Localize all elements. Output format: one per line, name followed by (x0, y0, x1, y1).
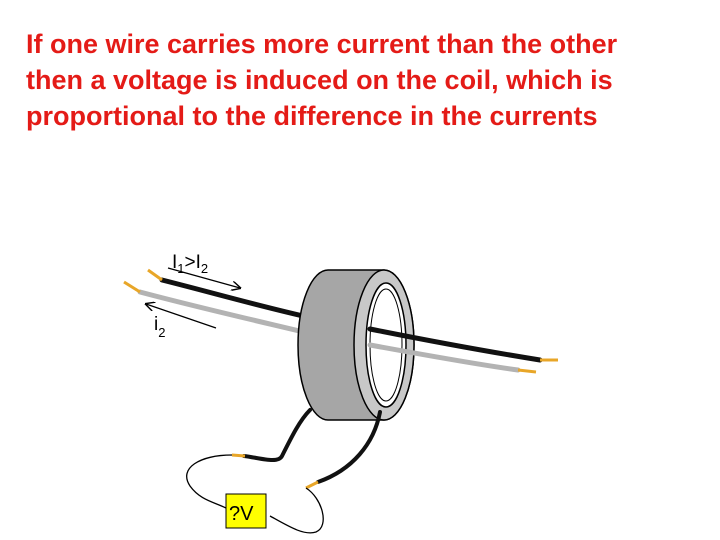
toroid-core (297, 269, 415, 421)
slide-title: If one wire carries more current than th… (26, 26, 706, 134)
wire-1-tip-left (147, 268, 163, 282)
wire-1-left (159, 277, 315, 321)
coil-lead-left-tip (231, 453, 246, 458)
current-comparison-label: I1>I2 (172, 252, 208, 276)
coil-lead-right-tip (305, 480, 319, 490)
meter-loop-wire (186, 454, 324, 534)
wire-2-tip-left (123, 280, 141, 294)
voltage-label: ?V (229, 503, 254, 525)
title-line-3: proportional to the difference in the cu… (26, 101, 598, 131)
coil-lead-left (242, 408, 312, 463)
wire-2-left (137, 289, 315, 337)
return-current-label: i2 (154, 314, 165, 340)
voltmeter: ?V (225, 493, 267, 529)
title-line-2: then a voltage is induced on the coil, w… (26, 65, 613, 95)
current-arrow-forward (167, 267, 240, 288)
wire-1-right (367, 326, 543, 363)
wire-2-tip-right (517, 368, 537, 374)
coil-lead-right (316, 410, 382, 484)
title-line-1: If one wire carries more current than th… (26, 29, 618, 59)
wire-2-right (367, 342, 521, 373)
current-arrow-return (146, 304, 217, 329)
